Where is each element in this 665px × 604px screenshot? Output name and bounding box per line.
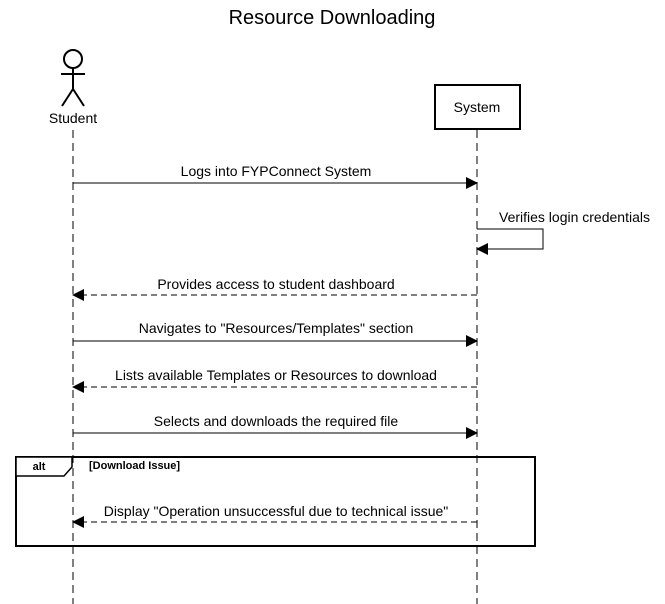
message-label: Provides access to student dashboard — [157, 276, 394, 292]
participant-system-label: System — [454, 99, 501, 115]
diagram-title: Resource Downloading — [229, 7, 436, 29]
message-list-resources: Lists available Templates or Resources t… — [72, 367, 477, 393]
message-dashboard-access: Provides access to student dashboard — [72, 276, 477, 301]
message-logs-in: Logs into FYPConnect System — [73, 163, 478, 189]
message-error-display: Display "Operation unsuccessful due to t… — [72, 503, 477, 528]
participant-system-box — [434, 84, 521, 130]
alt-fragment-operator: alt — [33, 461, 46, 473]
message-label: Lists available Templates or Resources t… — [115, 367, 437, 383]
message-navigate-resources: Navigates to "Resources/Templates" secti… — [73, 320, 478, 347]
stick-figure-icon — [61, 49, 85, 107]
participant-system: System — [434, 84, 521, 130]
message-label: Navigates to "Resources/Templates" secti… — [139, 320, 414, 336]
message-self-arrow — [476, 228, 544, 255]
message-label: Verifies login credentials — [499, 209, 650, 225]
message-label: Display "Operation unsuccessful due to t… — [104, 503, 449, 519]
alt-fragment: alt [Download Issue] Display "Operation … — [15, 456, 536, 547]
alt-fragment-guard: [Download Issue] — [89, 460, 180, 472]
alt-fragment-frame — [15, 456, 536, 547]
message-download-file: Selects and downloads the required file — [73, 413, 478, 439]
message-verify-self: Verifies login credentials — [476, 209, 650, 255]
message-label: Selects and downloads the required file — [154, 413, 399, 429]
message-label: Logs into FYPConnect System — [181, 163, 372, 179]
alt-fragment-operator-tab — [15, 456, 73, 477]
actor-student-label: Student — [49, 110, 97, 126]
actor-student: Student — [49, 49, 97, 126]
